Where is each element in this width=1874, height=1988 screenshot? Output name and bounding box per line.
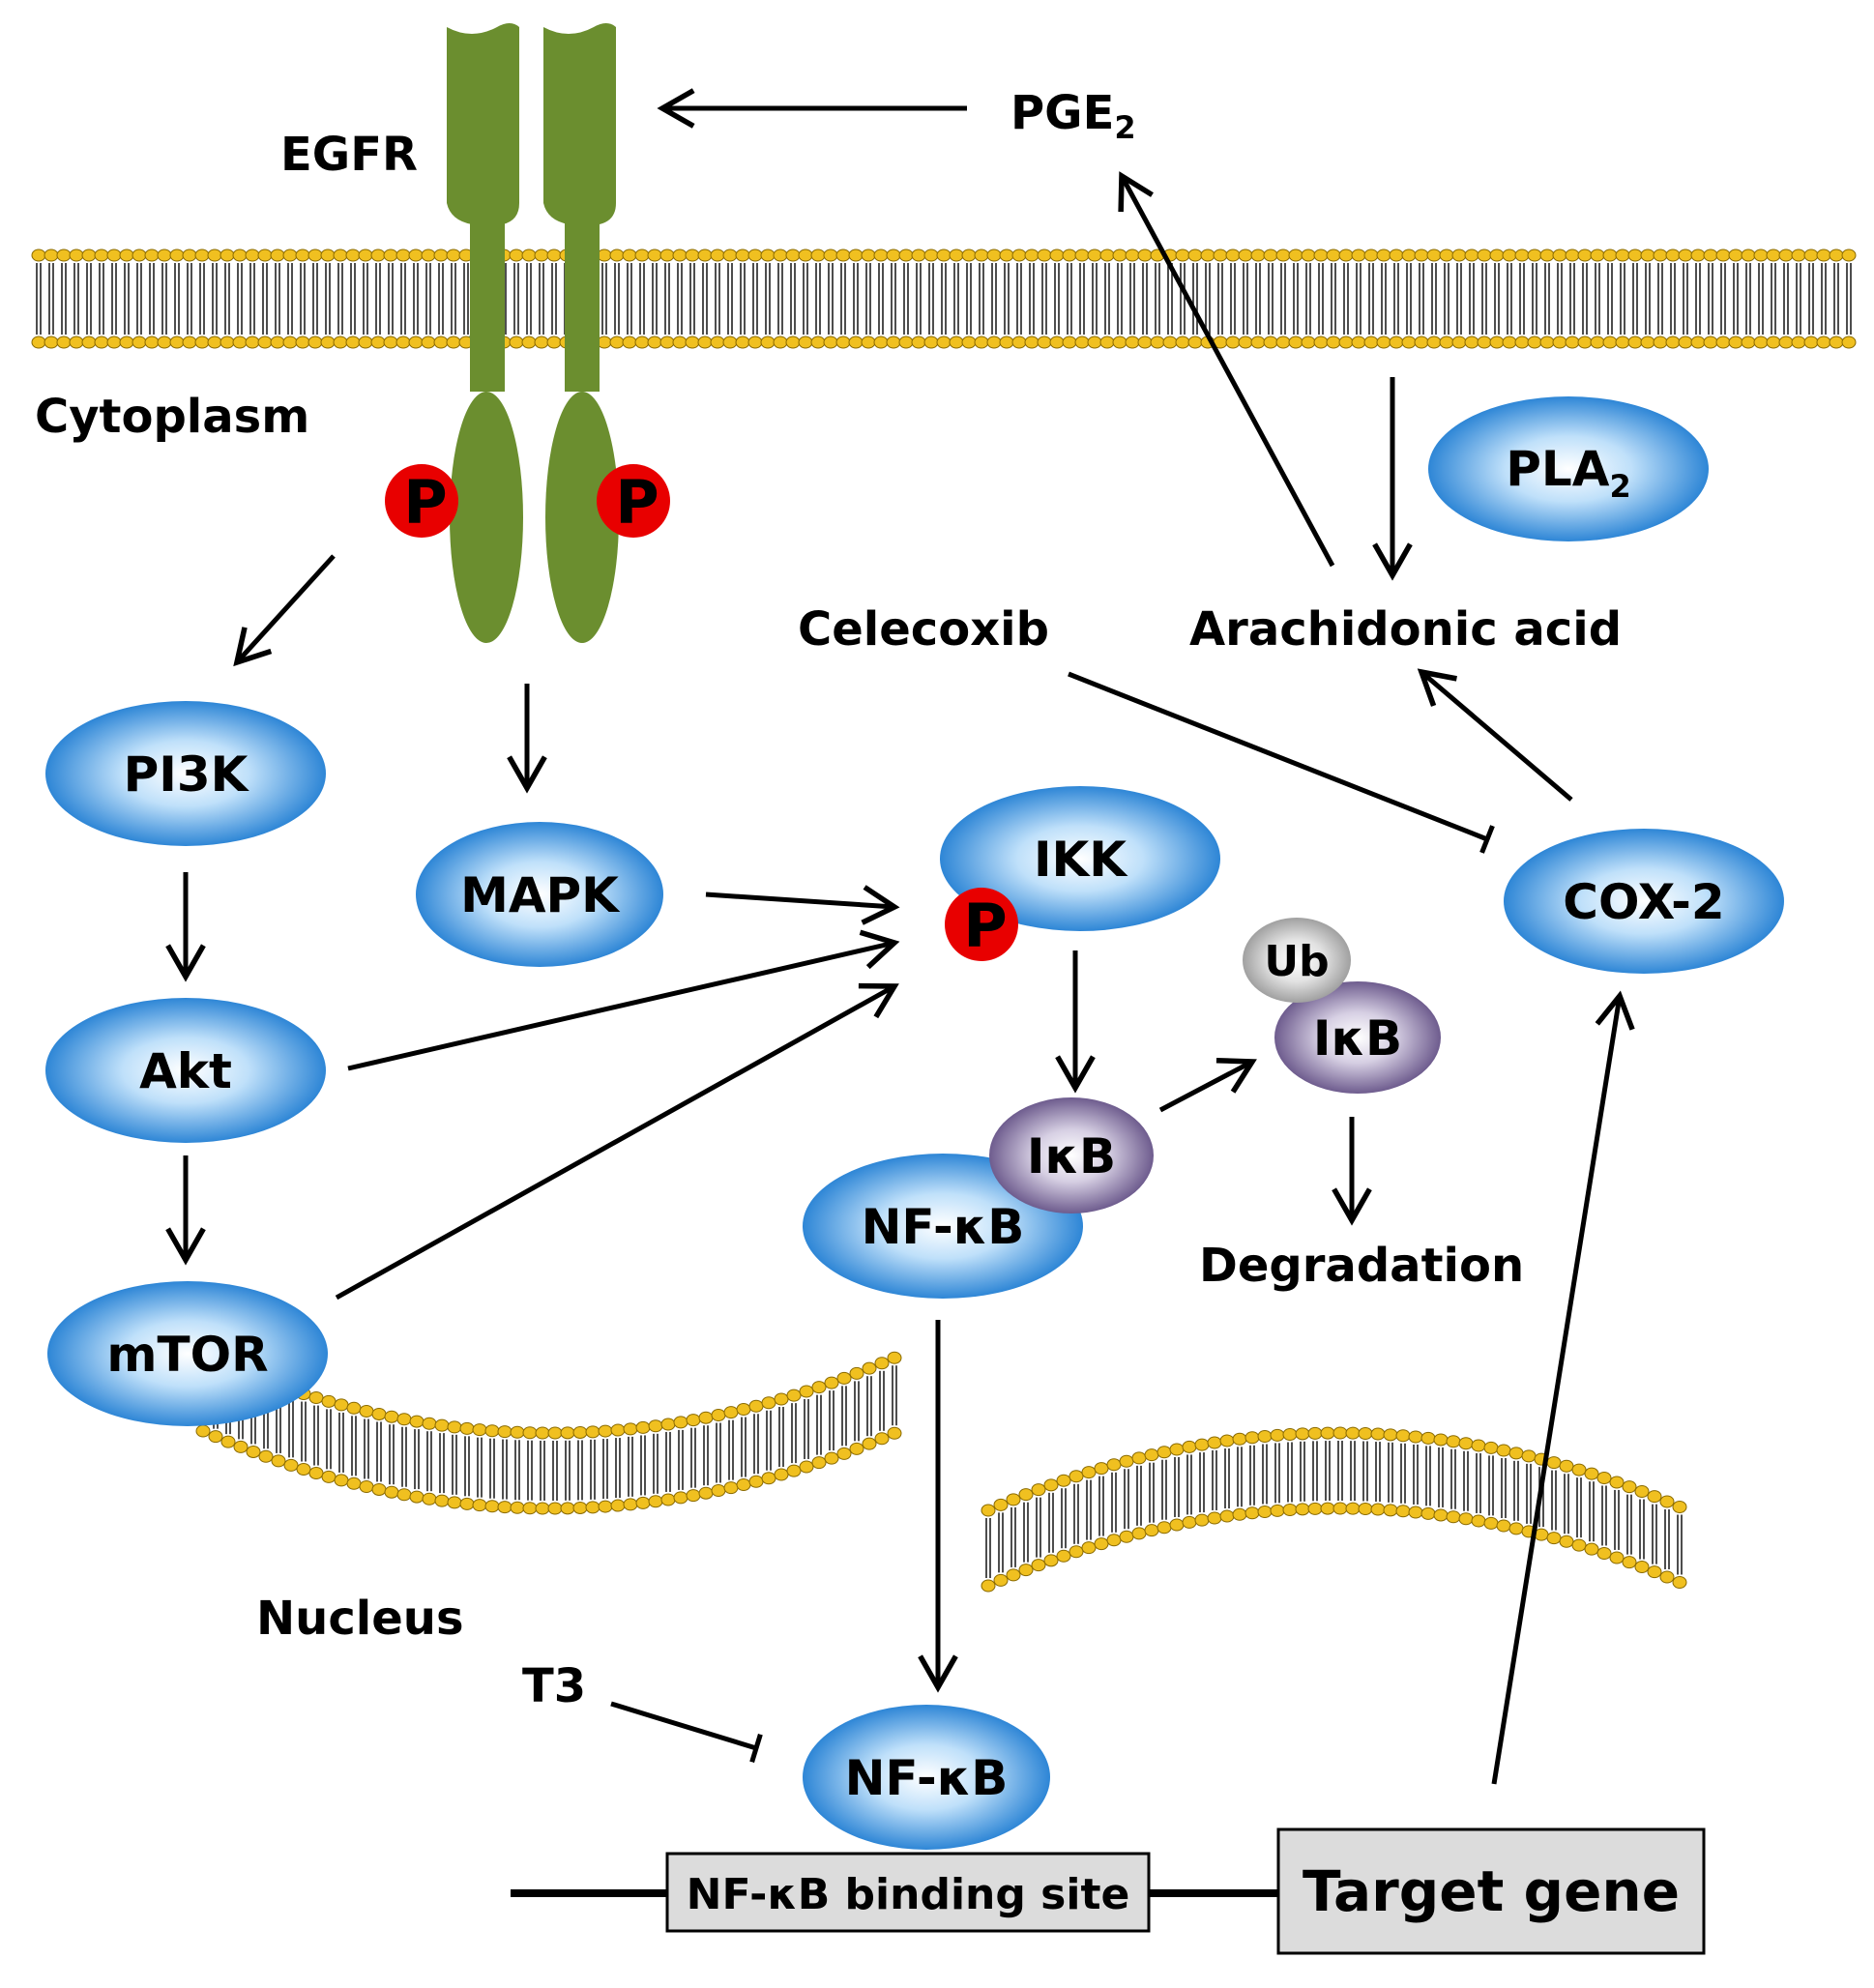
target-gene-label: Target gene xyxy=(1303,1858,1680,1924)
degradation-label: Degradation xyxy=(1199,1239,1524,1293)
nfkb-nuc-label: NF-κB xyxy=(845,1750,1009,1806)
egfr-left-chain xyxy=(447,23,523,643)
pge2-label: PGE xyxy=(1010,86,1114,140)
target-gene-box xyxy=(1276,1827,1706,1955)
node-cox2: COX-2 xyxy=(1504,829,1784,974)
mtor-label: mTOR xyxy=(106,1327,268,1383)
edge-aa-pge2 xyxy=(1118,171,1335,568)
edge-mtor-ikk xyxy=(335,982,899,1301)
ikb-free-label: IκB xyxy=(1313,1010,1402,1067)
ikb-bound-label: IκB xyxy=(1027,1128,1116,1184)
node-ikk: IKK xyxy=(940,786,1220,931)
binding-site-box xyxy=(665,1852,1151,1933)
t3-label: T3 xyxy=(522,1659,586,1713)
node-mapk: MAPK xyxy=(416,822,663,967)
phospho-ikk: P xyxy=(945,888,1018,961)
edge-target-cox2 xyxy=(1491,990,1635,1785)
plasma-membrane xyxy=(31,248,1857,349)
edge-egfr-pi3k xyxy=(233,554,336,667)
node-pi3k: PI3K xyxy=(45,701,326,846)
phospho-right: P xyxy=(597,464,670,538)
node-ikb-free: IκB xyxy=(1274,981,1441,1094)
pi3k-label: PI3K xyxy=(124,746,250,803)
egfr-right-chain xyxy=(543,23,619,643)
phospho-left-label: P xyxy=(403,467,447,538)
arachidonic-acid-label: Arachidonic acid xyxy=(1189,602,1622,657)
edge-akt-ikk xyxy=(347,929,900,1071)
binding-site-label: NF-κB binding site xyxy=(687,1870,1130,1919)
node-nfkb-nuclear: NF-κB xyxy=(803,1705,1050,1850)
svg-text:PGE2: PGE2 xyxy=(1010,86,1136,146)
svg-text:PLA2: PLA2 xyxy=(1506,441,1630,505)
egfr-receptor xyxy=(447,23,619,643)
edge-mapk-ikk xyxy=(705,885,900,925)
pge2-subscript: 2 xyxy=(1114,109,1135,146)
nuclear-membrane-left xyxy=(195,1349,902,1515)
pla2-label: PLA xyxy=(1506,441,1610,497)
nucleus-label: Nucleus xyxy=(256,1592,464,1646)
akt-label: Akt xyxy=(139,1043,232,1099)
celecoxib-label: Celecoxib xyxy=(798,602,1049,657)
mapk-label: MAPK xyxy=(460,867,621,923)
pla2-subscript: 2 xyxy=(1609,468,1630,505)
ikk-label: IKK xyxy=(1034,832,1128,888)
nfkb-cyto-label: NF-κB xyxy=(862,1199,1025,1255)
nuclear-membrane-right xyxy=(981,1426,1687,1593)
inhibit-celecoxib-cox2 xyxy=(1068,671,1495,854)
node-pla2: PLA2 xyxy=(1428,396,1709,541)
phospho-ikk-label: P xyxy=(963,891,1007,961)
phospho-left: P xyxy=(385,464,458,538)
phospho-right-label: P xyxy=(615,467,659,538)
dna-strand: NF-κB binding site Target gene xyxy=(511,1827,1706,1955)
node-akt: Akt xyxy=(45,998,326,1143)
egfr-label: EGFR xyxy=(280,128,418,182)
node-ikb-bound: IκB xyxy=(989,1097,1154,1213)
edges xyxy=(165,88,1635,1785)
cox2-label: COX-2 xyxy=(1563,874,1724,930)
edge-cox2-aa xyxy=(1417,668,1573,802)
node-mtor: mTOR xyxy=(47,1281,328,1426)
node-ub: Ub xyxy=(1243,918,1351,1003)
inhibit-t3-nfkb xyxy=(610,1701,763,1764)
edge-ikb-ubikb xyxy=(1158,1057,1257,1113)
cytoplasm-label: Cytoplasm xyxy=(35,390,309,444)
ub-label: Ub xyxy=(1264,937,1329,986)
